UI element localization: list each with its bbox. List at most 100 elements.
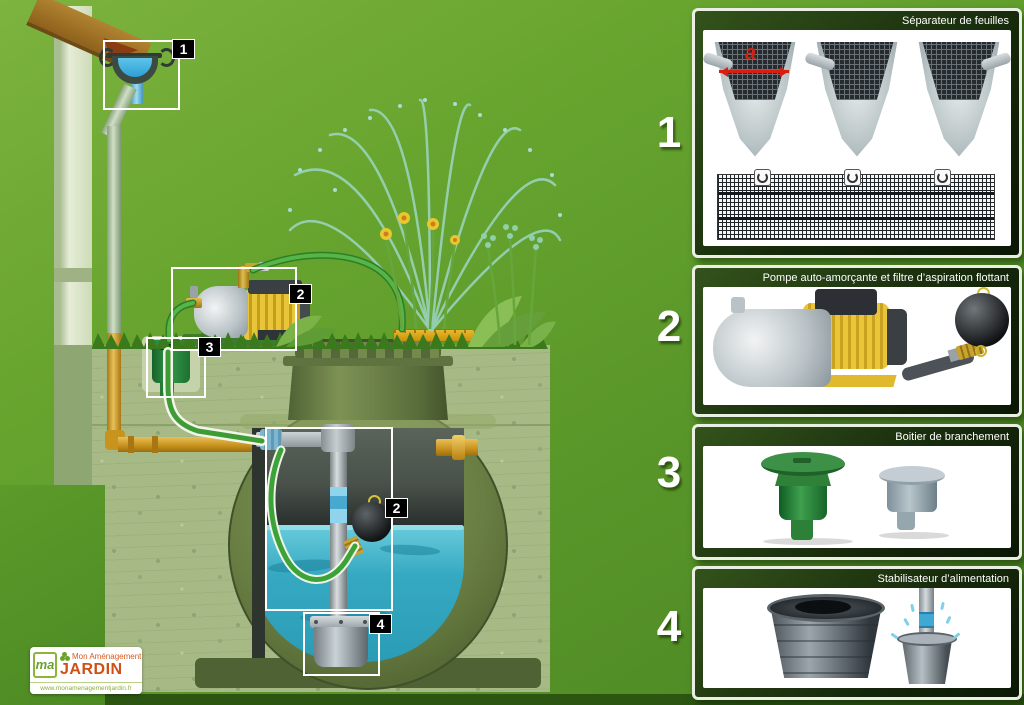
- callout-box-connection-box: [146, 337, 206, 398]
- panel-number-4: 4: [656, 602, 682, 651]
- tank-wall-cut-edge: [252, 428, 265, 658]
- stabilizer-small-body: [902, 640, 952, 684]
- sprinkler-bar: [393, 329, 475, 342]
- panel-number-1: 1: [656, 108, 682, 157]
- mesh-clip: [934, 169, 951, 186]
- logo-website: www.monamenagementjardin.fr: [30, 682, 142, 694]
- bottom-ground-strip: [0, 694, 1024, 705]
- spray-arc: [368, 108, 432, 332]
- feed-stabilizer-body: [314, 627, 368, 667]
- plants: [276, 212, 556, 347]
- panel-number-3: 3: [656, 448, 682, 497]
- pump-valve: [190, 286, 198, 298]
- logo-brand-top: Mon Aménagement: [72, 651, 142, 661]
- marker-3: 3: [198, 337, 221, 357]
- gutter-product-3: [915, 36, 1011, 164]
- panel-title: Séparateur de feuilles: [901, 15, 1009, 27]
- float-ball-bottom-ring: [975, 345, 987, 357]
- grey-box-stem: [897, 512, 915, 530]
- flower-heads-teal: [481, 224, 543, 250]
- panel-title: Boitier de branchement: [895, 431, 1009, 443]
- logo-row: ma Mon Aménagement JARDIN: [33, 650, 141, 680]
- tank-neck: [288, 364, 448, 420]
- grey-box-body: [887, 480, 937, 512]
- grey-box-lid: [879, 466, 945, 485]
- marker-2: 2: [289, 284, 312, 304]
- underground-pipe-horizontal: [118, 437, 270, 452]
- house-wall: [54, 6, 92, 346]
- spray-arc: [328, 132, 432, 332]
- tank-overflow-coupler: [452, 435, 465, 460]
- product-shadow: [763, 538, 853, 545]
- water-spray: [288, 98, 562, 332]
- panel-number-2: 2: [656, 302, 682, 351]
- panel-title: Stabilisateur d’alimentation: [877, 573, 1009, 585]
- gutter-product-1: a: [703, 36, 799, 164]
- downpipe-vertical: [107, 126, 121, 336]
- panel-pump: Pompe auto-amorçante et filtre d’aspirat…: [692, 265, 1022, 417]
- spray-arc: [418, 98, 432, 332]
- pump-product-housing: [713, 309, 831, 387]
- leaf-right-1: [468, 296, 522, 347]
- pump-product-end-cap: [887, 309, 907, 365]
- tank-neck-flange: [283, 356, 453, 366]
- stabilizer-bolt: [339, 620, 343, 624]
- flower-stems: [384, 221, 538, 346]
- dimension-arrow: [719, 67, 789, 77]
- mesh-clip: [844, 169, 861, 186]
- panel-leaf-separator: Séparateur de feuilles a: [692, 8, 1022, 258]
- downpipe-water-segment: [131, 78, 143, 104]
- logo-texts: Mon Aménagement JARDIN: [60, 652, 141, 678]
- green-box-lid: [761, 452, 845, 476]
- marker-2-tank: 2: [385, 498, 408, 518]
- spray-arc: [430, 127, 522, 332]
- leaf-right-3: [520, 321, 556, 347]
- stabilizer-small-rim: [897, 632, 957, 646]
- panel-image-stabilizer: [703, 588, 1011, 688]
- stabilizer-bolt: [314, 620, 318, 624]
- flower-heads-yellow: [380, 212, 460, 245]
- panel-image-pump: [703, 287, 1011, 405]
- marker-1: 1: [172, 39, 195, 59]
- pump-housing: [194, 286, 248, 338]
- dimension-label: a: [745, 42, 757, 64]
- spray-arc: [430, 103, 472, 332]
- house-wall-sill: [54, 268, 92, 282]
- pipe-coupler: [152, 436, 158, 453]
- panel-image-leaf-separator: a: [703, 30, 1011, 246]
- marker-4: 4: [369, 614, 392, 634]
- clover-icon: [60, 652, 70, 661]
- house-foundation: [54, 345, 92, 485]
- underground-pipe-vertical: [107, 333, 121, 437]
- water-splash: [903, 617, 910, 627]
- gutter-rim: [106, 53, 162, 58]
- water-splash: [910, 603, 915, 613]
- brand-logo: ma Mon Aménagement JARDIN www.monamenage…: [30, 647, 142, 694]
- mesh-strip-product: [717, 169, 995, 240]
- callout-box-leaf-separator: [103, 40, 180, 110]
- panel-image-connection-box: [703, 446, 1011, 548]
- logo-monogram: ma: [33, 652, 57, 678]
- water-splash: [890, 632, 899, 640]
- product-shadow: [879, 532, 949, 539]
- spray-droplets: [288, 98, 562, 217]
- leaf-right-2: [482, 311, 546, 347]
- pump-product-filler-plug: [731, 297, 745, 313]
- spray-arc: [430, 229, 562, 332]
- logo-brand-main: JARDIN: [60, 661, 123, 678]
- callout-box-stabilizer: [303, 612, 380, 676]
- water-splash: [945, 615, 952, 625]
- floating-filter-ball: [955, 293, 1009, 347]
- green-box-lid-slot: [793, 458, 811, 463]
- spray-arc: [430, 178, 557, 332]
- stabilizer-lid-opening: [795, 600, 851, 614]
- green-box-stem: [791, 520, 813, 540]
- panel-connection-box: Boitier de branchement: [692, 424, 1022, 560]
- panel-title: Pompe auto-amorçante et filtre d’aspirat…: [762, 272, 1009, 284]
- riser-pipe-blue-band: [919, 612, 934, 628]
- pump-outlet-fitting: [238, 266, 249, 288]
- green-box-body: [779, 486, 827, 520]
- gutter-hook-left: [99, 48, 116, 67]
- water-splash: [940, 601, 945, 611]
